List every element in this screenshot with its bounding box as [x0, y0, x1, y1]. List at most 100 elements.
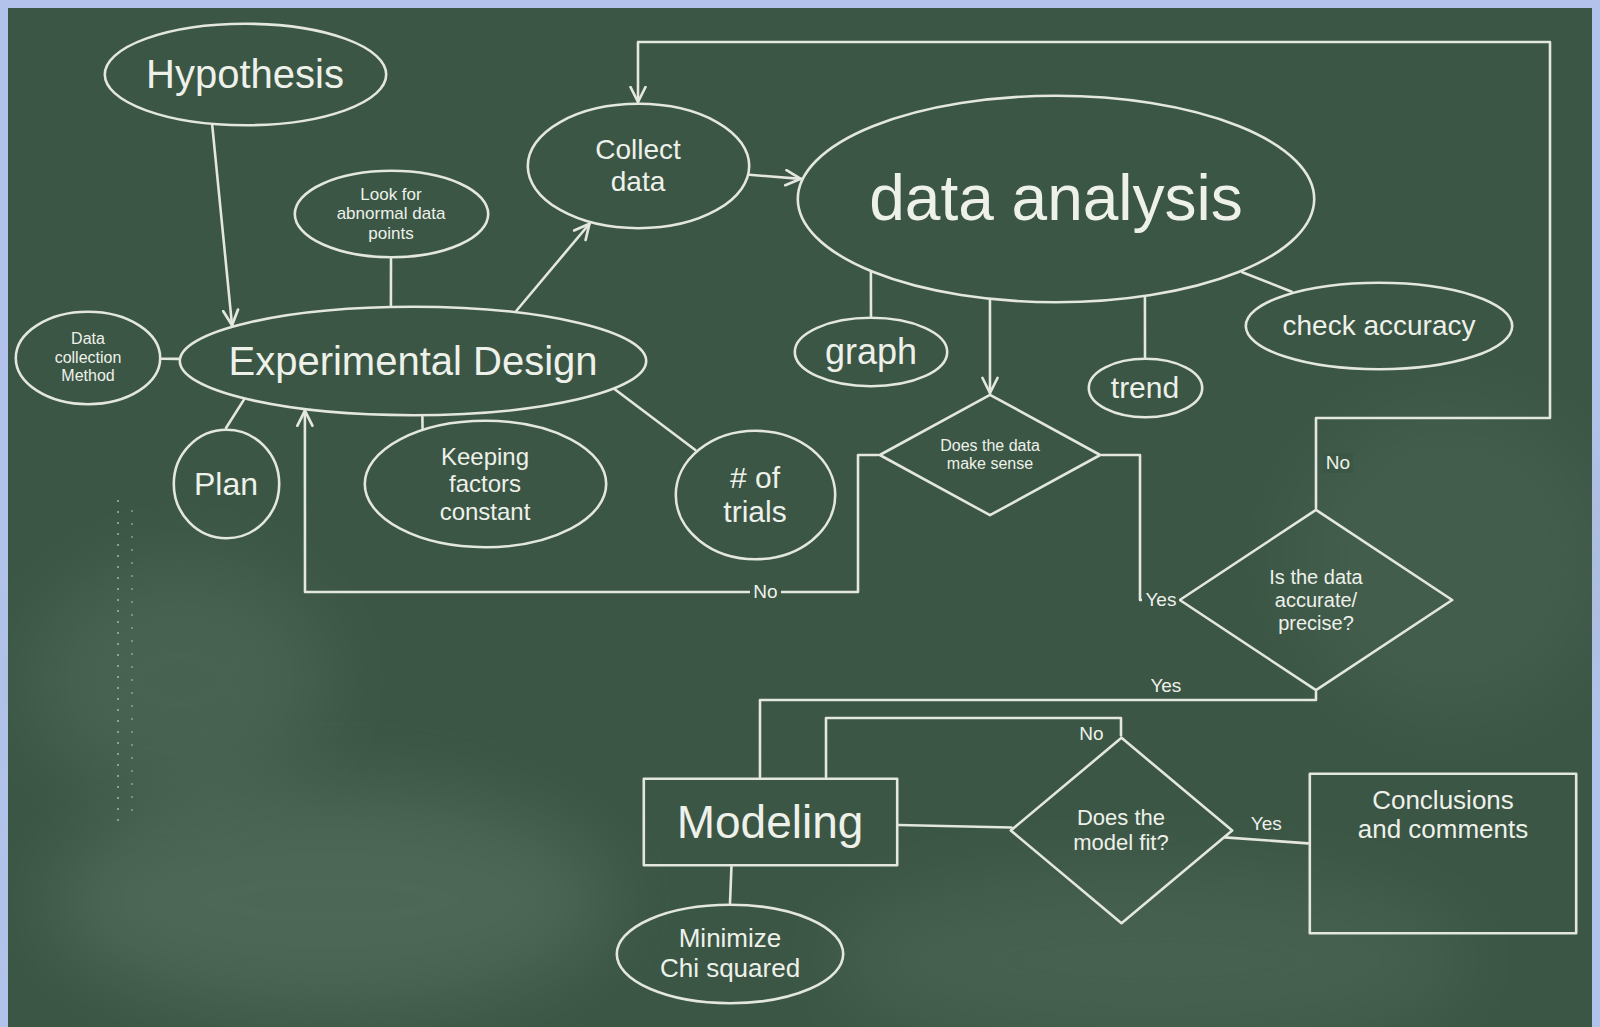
- node-text: # of trials: [710, 461, 800, 530]
- text-block: Minimize Chi squared: [658, 924, 803, 984]
- node-text: data analysis: [869, 162, 1243, 236]
- node-text: check accuracy: [1283, 310, 1476, 342]
- text-block: trend: [1111, 371, 1179, 406]
- outline-shape: [1088, 359, 1201, 417]
- outline-shape: [795, 318, 947, 386]
- connector: [730, 867, 731, 903]
- node-text: Experimental Design: [228, 338, 597, 384]
- chalk-smudge: [50, 790, 610, 1010]
- node-text: Is the data accurate/ precise?: [1251, 566, 1381, 635]
- outline-shape: [798, 96, 1314, 302]
- connector: [749, 175, 800, 179]
- process-ellipse: Experimental Design: [178, 305, 648, 417]
- decision-diamond: Does the model fit?: [1009, 736, 1234, 925]
- node-text: Keeping factors constant: [425, 443, 545, 526]
- outline-shape: [294, 171, 487, 257]
- text-block: Collect data: [583, 134, 693, 198]
- connector: [516, 224, 589, 311]
- decision-diamond: Does the data make sense: [878, 393, 1102, 517]
- text-block: data analysis: [869, 162, 1243, 236]
- text-block: Hypothesis: [146, 51, 344, 97]
- connector: [390, 259, 393, 305]
- outline-shape: [1310, 773, 1576, 932]
- connector: [870, 273, 873, 316]
- outline-shape: [180, 307, 646, 415]
- text-block: Modeling: [677, 796, 864, 849]
- connector: [1242, 272, 1291, 291]
- text-block: Does the model fit?: [1066, 805, 1176, 856]
- outline-shape: [1010, 737, 1231, 922]
- outline-shape: [643, 779, 896, 865]
- concept-ellipse: # of trials: [674, 429, 837, 561]
- concept-ellipse: Plan: [172, 428, 281, 540]
- connector: [638, 42, 1550, 508]
- concept-ellipse: Look for abnormal data points: [293, 169, 490, 259]
- outline-shape: [675, 431, 834, 559]
- connector: [212, 125, 232, 325]
- process-box: Modeling: [642, 777, 899, 867]
- connector: [305, 411, 878, 592]
- text-block: # of trials: [710, 461, 800, 530]
- chalk-smudge: [830, 870, 1470, 1027]
- connector: [421, 417, 424, 428]
- text-block: graph: [825, 331, 917, 372]
- node-text: Does the model fit?: [1066, 805, 1176, 856]
- connector: [899, 825, 1012, 828]
- node-text: Hypothesis: [146, 51, 344, 97]
- text-block: Experimental Design: [228, 338, 597, 384]
- connector: [1144, 298, 1147, 357]
- outline-shape: [1246, 283, 1512, 369]
- node-text: Plan: [194, 466, 258, 503]
- outline-shape: [617, 905, 843, 1003]
- concept-ellipse: Data collection Method: [14, 310, 162, 406]
- node-text: Conclusions and comments: [1353, 786, 1533, 846]
- connector: [826, 718, 1121, 777]
- text-block: Data collection Method: [46, 330, 130, 385]
- connector: [760, 692, 1316, 777]
- edge-label: No: [1076, 724, 1106, 745]
- text-block: Conclusions and comments: [1353, 786, 1533, 846]
- connector: [615, 390, 695, 450]
- concept-ellipse: check accuracy: [1244, 281, 1514, 371]
- node-text: Minimize Chi squared: [658, 924, 803, 984]
- node-text: trend: [1111, 371, 1179, 406]
- decision-diamond: Is the data accurate/ precise?: [1178, 508, 1454, 692]
- concept-ellipse: Minimize Chi squared: [615, 903, 845, 1005]
- concept-ellipse: graph: [793, 316, 949, 388]
- node-text: Modeling: [677, 796, 864, 849]
- concept-ellipse: trend: [1087, 357, 1204, 419]
- connector: [226, 400, 244, 428]
- outline-shape: [880, 395, 1100, 515]
- node-text: graph: [825, 331, 917, 372]
- text-block: Keeping factors constant: [425, 443, 545, 526]
- edge-label: No: [750, 582, 780, 603]
- node-text: Look for abnormal data points: [332, 185, 450, 244]
- text-block: Does the data make sense: [934, 437, 1046, 474]
- chalk-dots: [117, 500, 119, 830]
- concept-ellipse: Keeping factors constant: [363, 419, 608, 549]
- outline-shape: [104, 23, 385, 124]
- outline-shape: [16, 312, 160, 404]
- text-block: check accuracy: [1283, 310, 1476, 342]
- node-text: Does the data make sense: [934, 437, 1046, 474]
- process-ellipse: data analysis: [796, 94, 1316, 304]
- edge-label: Yes: [1248, 814, 1285, 835]
- chalk-smudge: [1290, 400, 1600, 720]
- connector: [1225, 837, 1308, 843]
- process-ellipse: Collect data: [526, 102, 751, 230]
- connector: [989, 301, 992, 393]
- node-text: Collect data: [583, 134, 693, 198]
- text-block: Plan: [194, 466, 258, 503]
- text-block: Is the data accurate/ precise?: [1251, 566, 1381, 635]
- outline-shape: [527, 104, 748, 228]
- connector: [1102, 455, 1178, 600]
- connector: [162, 357, 178, 360]
- chalk-smudge: [30, 560, 330, 800]
- node-text: Data collection Method: [46, 330, 130, 385]
- text-block: Look for abnormal data points: [332, 185, 450, 244]
- edge-label: No: [1323, 453, 1353, 474]
